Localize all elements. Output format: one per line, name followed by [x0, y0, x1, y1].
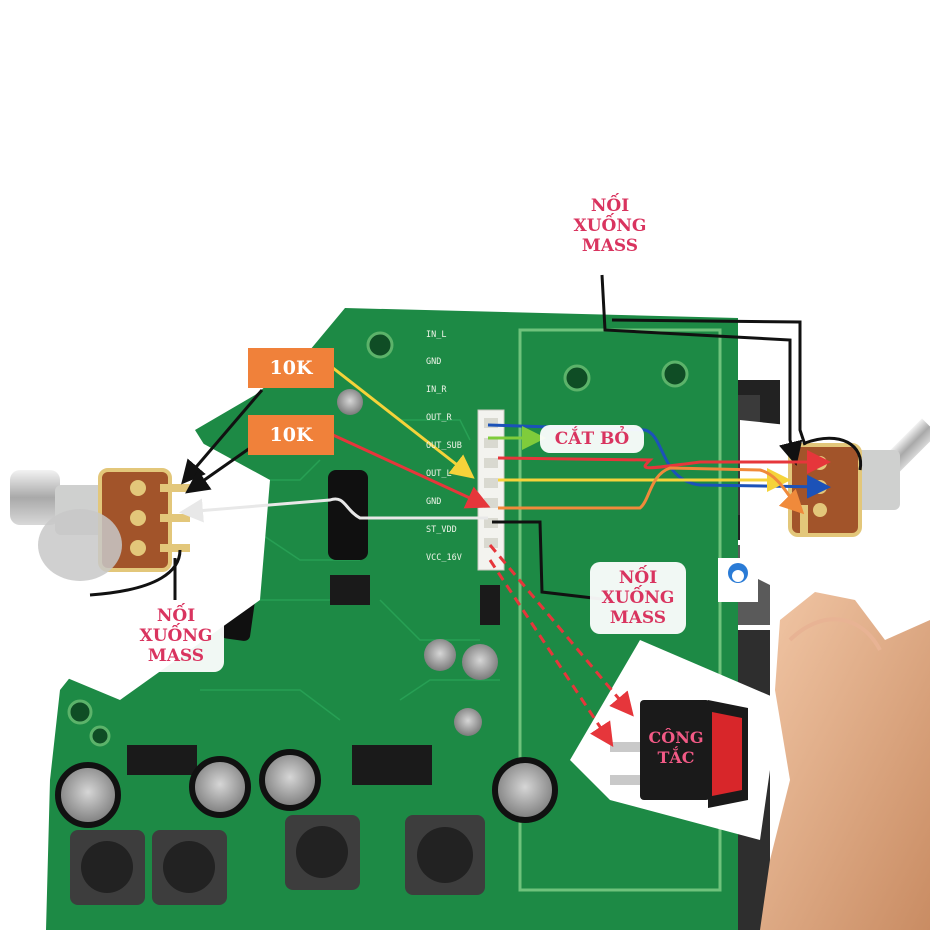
pcb-traces	[200, 419, 500, 721]
pcb-pin-labels: IN_L GND IN_R OUT_R OUT_SUB OUT_L GND ST…	[426, 312, 462, 572]
switch-label: CÔNG TẮC	[648, 728, 704, 767]
pin-label: IN_R	[426, 385, 447, 396]
mount-hole	[89, 725, 111, 747]
inductors	[70, 815, 485, 905]
thumbnail	[788, 617, 882, 651]
wire-white	[179, 497, 488, 523]
pin-label: GND	[426, 496, 442, 507]
wire-black-top	[600, 274, 863, 471]
mount-hole	[661, 360, 689, 388]
pin-label: OUT_SUB	[426, 441, 462, 452]
wire-yellow-10k	[332, 366, 475, 479]
pin-label: IN_L	[426, 329, 447, 340]
pin-label: OUT_R	[426, 413, 452, 424]
ground-label-mid: NỐI XUỐNG MASS	[590, 562, 686, 635]
rocker-switch-icon	[610, 700, 748, 808]
pin-label: GND	[426, 357, 442, 368]
cut-off-label: CẮT BỎ	[540, 425, 644, 454]
resistor-label-top: 10K	[248, 348, 334, 388]
ic-chips	[127, 575, 500, 785]
wire-red-right	[497, 450, 831, 474]
wire-orange	[498, 466, 805, 515]
mount-hole	[366, 331, 394, 359]
wire-black-ground-left	[89, 549, 182, 600]
wire-black-ground-mid	[492, 520, 611, 602]
mount-hole	[67, 699, 93, 725]
pin-label: VCC_16V	[426, 552, 462, 563]
ground-label-top: NỐI XUỐNG MASS	[562, 190, 658, 263]
resistor-label-bottom: 10K	[248, 415, 334, 455]
wire-black-10k	[181, 389, 264, 494]
wire-red-switch	[488, 544, 634, 748]
mount-hole	[563, 364, 591, 392]
pin-label: ST_VDD	[426, 524, 457, 535]
wire-blue	[487, 423, 831, 499]
ground-label-left: NỐI XUỐNG MASS	[128, 600, 224, 673]
pin-label: OUT_L	[426, 469, 452, 480]
potentiometer-left-icon	[10, 468, 190, 581]
wire-red-10k	[332, 433, 491, 509]
thumb	[760, 592, 930, 930]
